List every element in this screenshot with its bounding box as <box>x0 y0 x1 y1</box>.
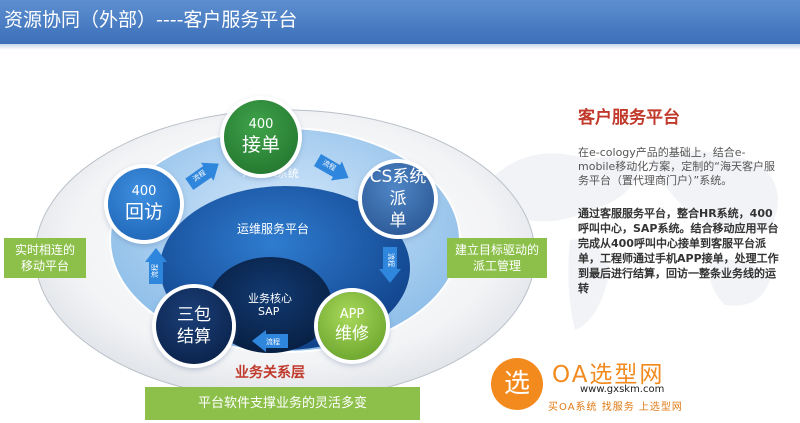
flow-arrow-5: 流程 <box>145 248 167 284</box>
panel-title: 客户服务平台 <box>578 108 680 128</box>
panel-description: 在e-cology产品的基础上，结合e-mobile移动化方案，定制的“海天客户… <box>578 146 776 187</box>
flow-arrow-2: 流程 <box>312 150 354 187</box>
node-cs-dispatch: CS系统派 单 <box>362 163 434 235</box>
world-map-background <box>490 151 778 330</box>
business-layer-label: 业务关系层 <box>235 365 305 381</box>
bottom-banner: 平台软件支撑业务的灵活多变 <box>145 387 420 420</box>
watermark-slogan: 买OA系统 找服务 上选型网 <box>548 402 683 413</box>
flow-arrow-1: 流程 <box>183 155 225 194</box>
right-feature-box: 建立目标驱动的 派工管理 <box>447 238 547 278</box>
node-settlement: 三包 结算 <box>156 288 232 364</box>
flow-arrow-4: 流程 <box>252 330 288 352</box>
watermark-url: www.gxskm.com <box>580 384 665 395</box>
watermark-badge: 选 <box>491 358 543 410</box>
ops-platform-label: 运维服务平台 <box>237 222 310 236</box>
title-divider <box>0 44 800 50</box>
flow-arrow-3: 流程 <box>379 247 401 283</box>
watermark-title: OA选型网 <box>552 362 665 388</box>
core-sap-label: SAP <box>258 305 280 318</box>
node-app-repair: APP 维修 <box>318 292 386 360</box>
node-400-accept: 400 接单 <box>224 100 298 174</box>
core-ellipse <box>208 257 332 353</box>
panel-details: 通过客服服务平台，整合HR系统，400呼叫中心，SAP系统。结合移动应用平台完成… <box>578 207 779 295</box>
core-label: 业务核心 <box>248 292 292 305</box>
page-title: 资源协同（外部）----客户服务平台 <box>0 0 800 44</box>
node-400-revisit: 400 回访 <box>108 168 180 240</box>
left-feature-box: 实时相连的 移动平台 <box>4 238 86 278</box>
